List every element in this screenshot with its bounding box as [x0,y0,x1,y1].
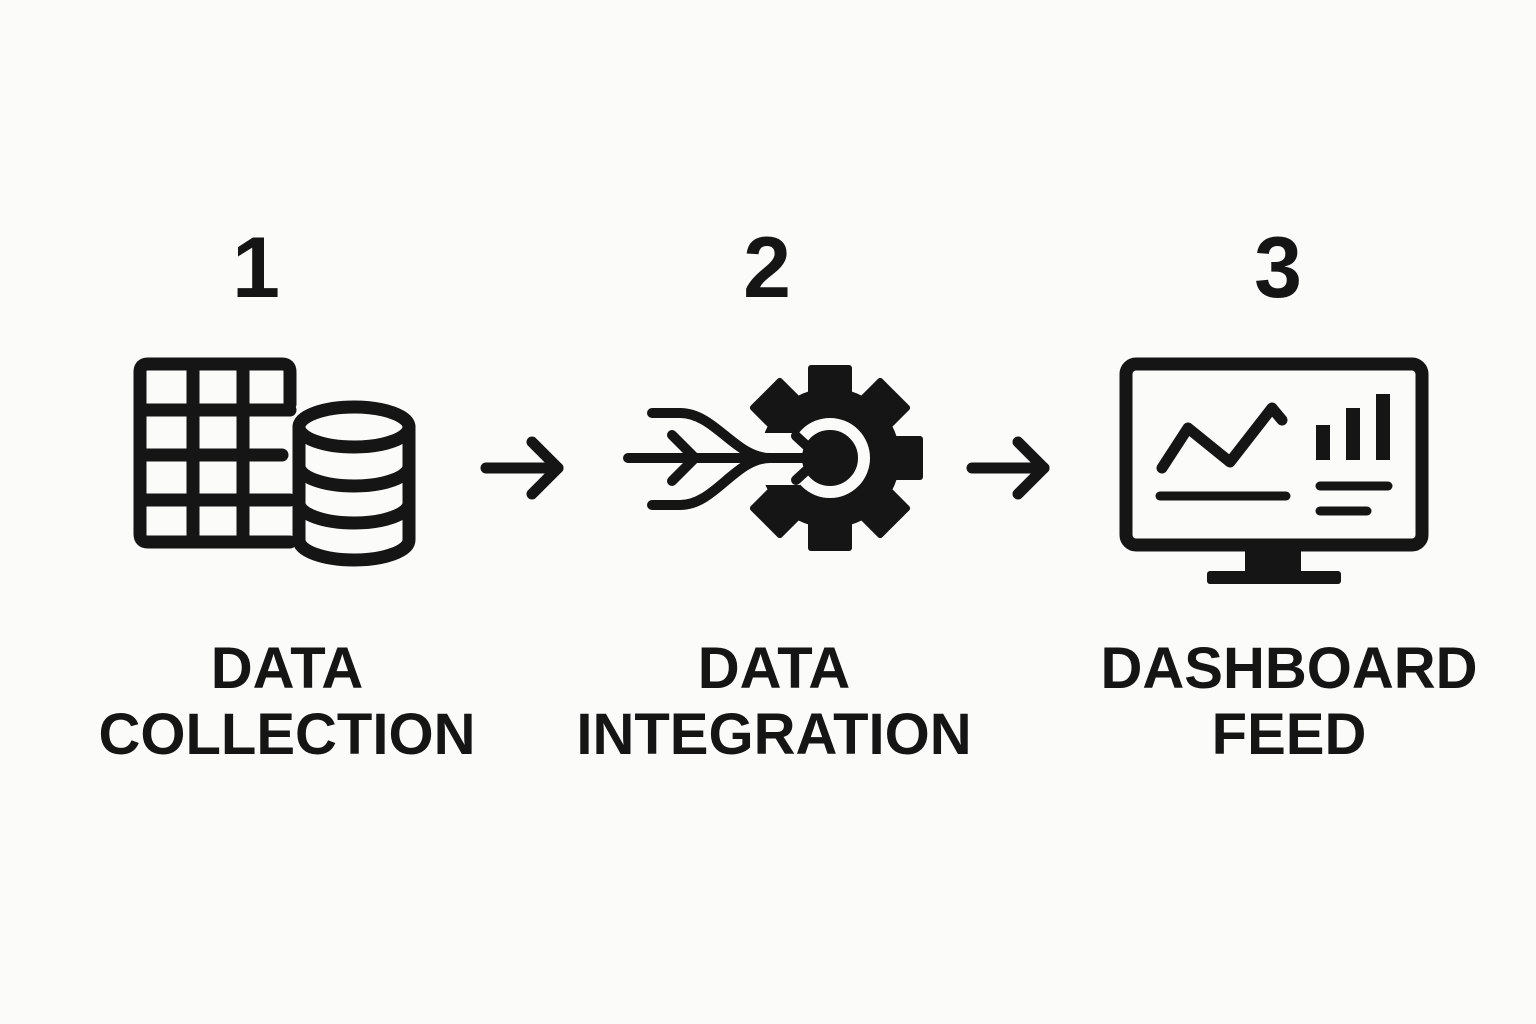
step-1-label-line1: DATA [210,636,364,701]
arrow-right-icon [480,436,564,500]
step-2-number: 2 [743,220,791,316]
line-chart-icon [1156,402,1288,474]
monitor-dashboard-icon [1119,357,1429,584]
step-3-number: 3 [1254,220,1302,316]
step-3-label-line1: DASHBOARD [1100,636,1478,701]
step-2-label: DATA INTEGRATION [544,636,1004,768]
step-3-label: DASHBOARD FEED [1059,636,1519,768]
bar-chart-icon [1316,394,1390,460]
step-3-label-line2: FEED [1211,702,1367,767]
step-2-label-line1: DATA [697,636,851,701]
arrow-right-icon [966,436,1050,500]
step-1-label: DATA COLLECTION [57,636,517,768]
merge-gear-icon [623,365,923,551]
step-2-label-line2: INTEGRATION [576,702,972,767]
table-database-icon [133,357,416,567]
step-1-label-line2: COLLECTION [98,702,476,767]
step-1-number: 1 [232,220,280,316]
